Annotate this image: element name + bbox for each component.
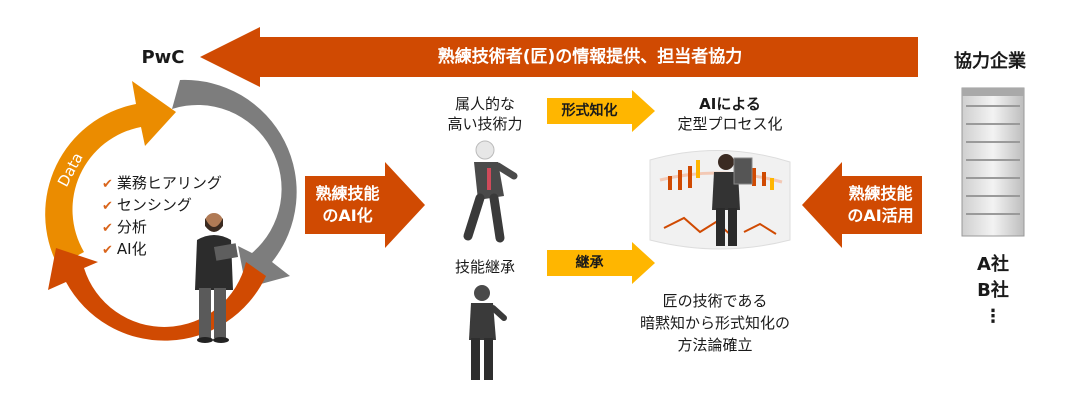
small-arrow-top-label: 形式知化 — [547, 101, 632, 121]
right-arrow-label: 熟練技能 のAI活用 — [838, 183, 923, 227]
process-item: ✔業務ヒアリング — [102, 172, 252, 194]
pwc-label: PwC — [128, 47, 198, 68]
cycle-ai-segment — [48, 248, 266, 341]
analytics-dashboard-icon — [650, 150, 790, 249]
company-b: B社 — [958, 278, 1028, 304]
result-bottom-caption: 匠の技術である 暗黙知から形式知化の 方法論確立 — [610, 290, 820, 356]
company-a: A社 — [958, 252, 1028, 278]
worker-top-icon — [468, 141, 514, 238]
top-arrow-label: 熟練技術者(匠)の情報提供、担当者協力 — [260, 45, 920, 69]
process-list: ✔業務ヒアリング ✔センシング ✔分析 ✔AI化 — [102, 172, 252, 260]
worker-bottom-caption: 技能継承 — [440, 256, 530, 277]
process-item: ✔分析 — [102, 216, 252, 238]
partner-companies: A社 B社 ⋮ — [958, 252, 1028, 330]
company-more: ⋮ — [958, 304, 1028, 330]
process-item: ✔センシング — [102, 194, 252, 216]
cycle-ai-label: AI — [150, 304, 180, 322]
worker-bottom-icon — [469, 285, 504, 380]
check-icon: ✔ — [102, 243, 113, 258]
result-top-caption: AIによる 定型プロセス化 — [650, 94, 810, 134]
partner-title: 協力企業 — [935, 47, 1045, 73]
left-arrow-label: 熟練技能 のAI化 — [305, 183, 390, 227]
worker-top-caption: 属人的な 高い技術力 — [430, 94, 540, 134]
process-item: ✔AI化 — [102, 238, 252, 260]
check-icon: ✔ — [102, 177, 113, 192]
check-icon: ✔ — [102, 199, 113, 214]
building-icon — [962, 88, 1024, 236]
check-icon: ✔ — [102, 221, 113, 236]
small-arrow-bottom-label: 継承 — [547, 253, 632, 273]
